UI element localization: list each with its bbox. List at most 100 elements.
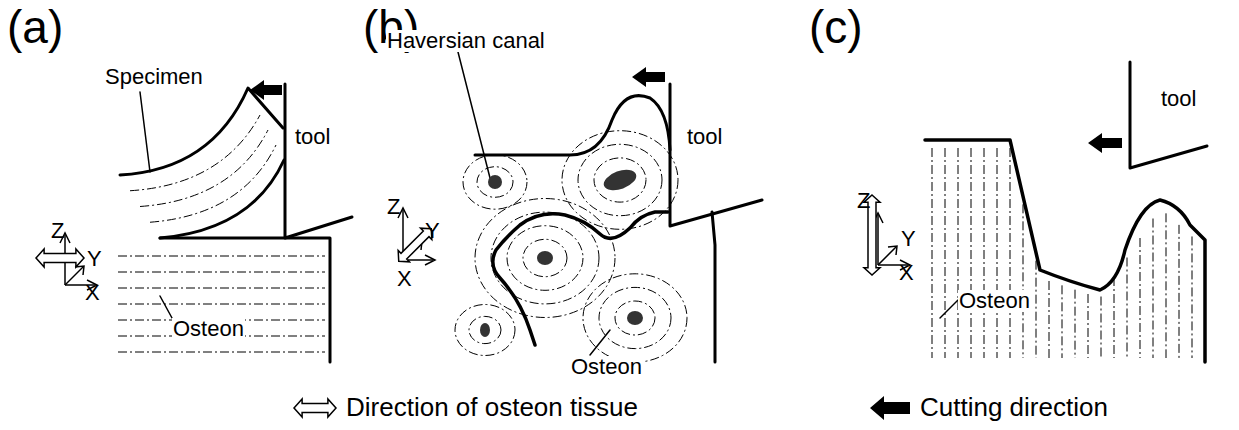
- fracture-line: [493, 212, 668, 345]
- cutting-arrow: [1088, 133, 1122, 153]
- leader-line: [458, 52, 490, 178]
- osteon-line: [118, 304, 325, 305]
- osteon-ring: [491, 212, 599, 304]
- osteon-ring: [507, 226, 583, 291]
- osteon-line: [1114, 277, 1115, 358]
- part-label: tool: [686, 126, 723, 148]
- tool-outline: [670, 84, 762, 226]
- osteon-line: [984, 148, 985, 358]
- legend-sample: [866, 395, 912, 421]
- leader-line: [160, 296, 172, 318]
- haversian-canals: [480, 166, 643, 337]
- osteon-line: [932, 148, 933, 358]
- osteon-ring: [562, 131, 678, 230]
- osteon-line: [1192, 236, 1193, 358]
- part-label: Osteon: [172, 318, 245, 340]
- osteon-line: [1036, 261, 1037, 358]
- leader-line: [140, 92, 150, 172]
- osteon-line: [1062, 285, 1063, 358]
- osteon-line: [1023, 204, 1024, 358]
- specimen-outline: [160, 238, 330, 362]
- part-label: Haversian canal: [386, 30, 546, 52]
- osteon-ring: [475, 199, 615, 318]
- leader-line: [940, 300, 958, 318]
- chip-outline: [120, 88, 283, 175]
- osteon-line: [945, 148, 946, 358]
- osteon-ring: [523, 239, 567, 276]
- osteon-line: [1153, 219, 1154, 359]
- osteon-direction-arrow: [294, 399, 336, 417]
- osteon-line: [140, 130, 268, 207]
- y-axis: [65, 267, 83, 285]
- osteon-line: [118, 256, 325, 257]
- axis-label: X: [396, 268, 413, 290]
- direction-arrows: [36, 67, 1122, 290]
- tool-outline: [1130, 62, 1207, 168]
- chip-outline: [475, 96, 670, 155]
- osteon-line: [118, 352, 325, 353]
- axis-label: Y: [86, 248, 103, 270]
- z-axis: [877, 215, 879, 265]
- cutting-arrow: [250, 80, 282, 100]
- osteon-line: [1140, 238, 1141, 358]
- legend-text: Direction of osteon tissue: [346, 392, 638, 423]
- osteon-line: [150, 145, 276, 222]
- part-label: Osteon: [570, 356, 643, 378]
- leader-line: [590, 330, 610, 355]
- haversian-canal: [480, 323, 490, 337]
- x-axis-head: [425, 255, 435, 265]
- part-label: Specimen: [104, 66, 204, 88]
- y-axis-head: [888, 246, 897, 255]
- axis-label: X: [84, 282, 101, 304]
- axis-label: X: [898, 262, 915, 284]
- osteon-line: [1166, 213, 1167, 358]
- osteon-ring: [477, 167, 513, 198]
- osteon-ring: [455, 305, 515, 356]
- haversian-canal: [601, 166, 639, 195]
- osteon-line: [1127, 258, 1128, 359]
- haversian-canal: [537, 251, 553, 265]
- axis-label: Y: [900, 228, 917, 250]
- osteon-line: [118, 272, 325, 273]
- haversian-canal: [488, 175, 502, 189]
- osteon-line: [118, 288, 325, 289]
- specimen-outline: [925, 140, 1205, 362]
- part-label: Osteon: [958, 290, 1031, 312]
- haversian-canal: [627, 311, 643, 325]
- osteon-direction-arrow: [36, 249, 84, 267]
- osteon-line: [1049, 281, 1050, 358]
- osteon-ring: [463, 155, 527, 209]
- panel-letter: (a): [6, 4, 64, 50]
- axis-label: Z: [50, 220, 65, 242]
- specimen-outline: [712, 212, 715, 362]
- legend-sample: [292, 395, 338, 421]
- osteon-ring: [615, 301, 655, 335]
- osteon-ring: [594, 158, 646, 202]
- axis-label: Z: [856, 190, 871, 212]
- osteon-line: [1088, 294, 1089, 358]
- osteon-texture: [118, 115, 1192, 362]
- legend-text: Cutting direction: [920, 392, 1108, 423]
- chip-outline: [160, 160, 284, 238]
- axis-label: Y: [424, 220, 441, 242]
- panel-letter: (c): [808, 4, 864, 50]
- osteon-ring: [583, 274, 687, 362]
- osteon-ring: [599, 287, 671, 348]
- y-axis: [878, 247, 896, 265]
- osteon-line: [1075, 290, 1076, 358]
- osteon-ring: [469, 316, 501, 343]
- cutting-arrow: [870, 396, 910, 420]
- osteon-line: [958, 148, 959, 358]
- osteon-line: [1179, 225, 1180, 358]
- osteon-line: [997, 148, 998, 358]
- osteon-ring: [578, 144, 662, 215]
- osteon-line: [1010, 148, 1011, 358]
- osteon-line: [130, 115, 260, 191]
- part-label: tool: [1160, 88, 1197, 110]
- osteon-line: [971, 148, 972, 358]
- part-label: tool: [294, 126, 331, 148]
- legend-item: Direction of osteon tissue: [292, 392, 638, 423]
- cutting-arrow: [632, 67, 665, 87]
- legend-item: Cutting direction: [866, 392, 1108, 423]
